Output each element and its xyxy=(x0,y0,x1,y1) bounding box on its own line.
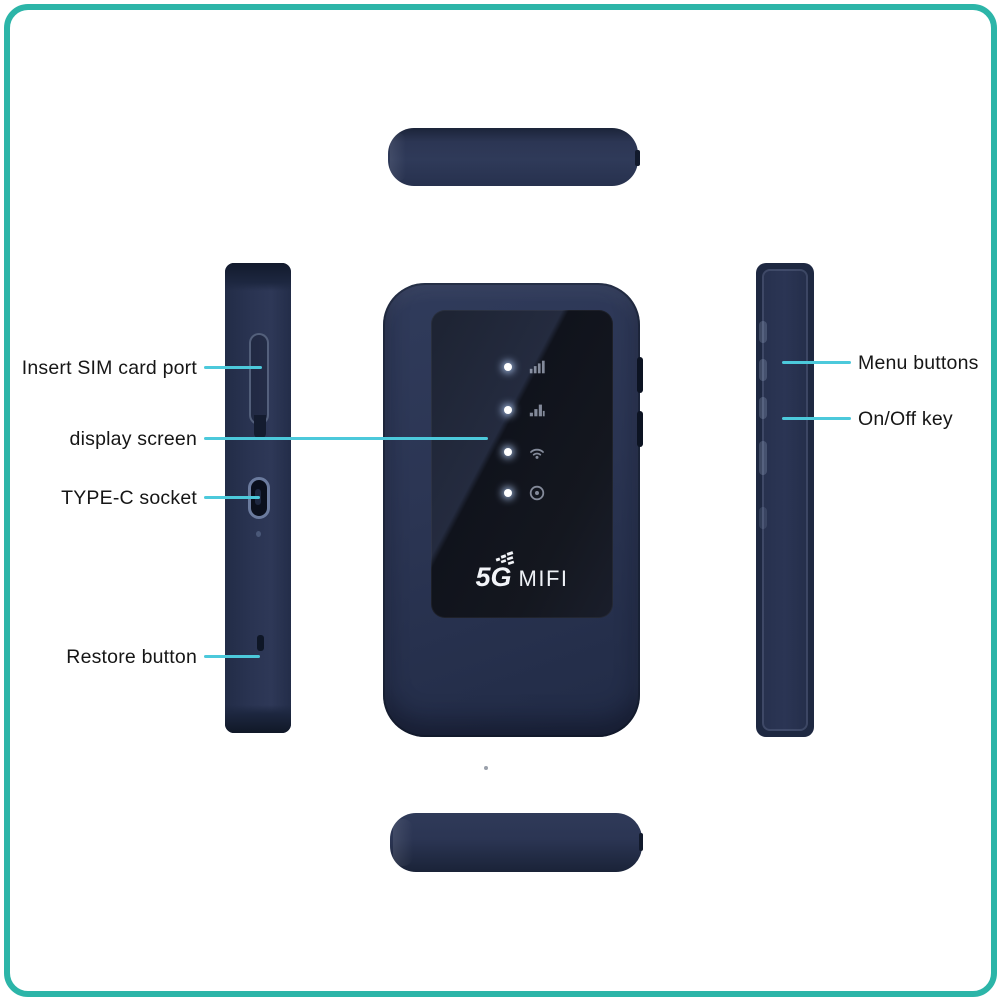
menu-button-nub-2 xyxy=(759,359,767,381)
restore-leader-line xyxy=(204,655,260,658)
sim-leader-line xyxy=(204,366,262,369)
bottom-view-button-nub xyxy=(639,833,643,851)
led-dot xyxy=(504,489,512,497)
label-display-screen: display screen xyxy=(69,428,197,450)
microphone-hole xyxy=(256,531,261,537)
signal-4g-icon xyxy=(529,360,545,374)
label-onoff-key: On/Off key xyxy=(858,408,953,430)
wifi-icon xyxy=(530,448,544,459)
sim-slot-notch xyxy=(254,415,266,439)
sim-card-slot xyxy=(249,333,269,425)
indicator-row xyxy=(431,357,613,377)
restore-pinhole xyxy=(257,635,264,651)
label-typec-socket: TYPE-C socket xyxy=(61,487,197,509)
device-bottom-view xyxy=(390,813,643,872)
indicator-row xyxy=(431,400,613,420)
device-right-side-view xyxy=(756,263,814,737)
menu-leader-line xyxy=(782,361,851,364)
led-dot xyxy=(504,448,512,456)
power-button-nub xyxy=(759,441,767,475)
onoff-leader-line xyxy=(782,417,851,420)
indicator-row xyxy=(431,442,613,462)
side-button-nub-1 xyxy=(637,357,643,393)
led-dot xyxy=(504,406,512,414)
right-side-panel xyxy=(762,269,808,731)
logo-mifi-text: MIFI xyxy=(518,566,569,591)
label-menu-buttons: Menu buttons xyxy=(858,352,979,374)
menu-button-nub-3 xyxy=(759,397,767,419)
signal-fan-icon xyxy=(495,551,515,565)
side-button-nub xyxy=(759,507,767,529)
dust-speck xyxy=(484,766,488,770)
led-dot xyxy=(504,363,512,371)
signal-5g-icon xyxy=(529,404,545,417)
display-leader-line xyxy=(204,437,488,440)
menu-button-nub-1 xyxy=(759,321,767,343)
top-view-button-nub xyxy=(635,150,640,166)
label-restore-button: Restore button xyxy=(66,646,197,668)
logo-5g-text: 5G xyxy=(475,562,512,592)
battery-status-icon xyxy=(529,485,545,501)
typec-leader-line xyxy=(204,496,260,499)
indicator-row xyxy=(431,483,613,503)
label-sim-card-port: Insert SIM card port xyxy=(21,357,197,379)
device-top-view xyxy=(388,128,640,186)
side-button-nub-2 xyxy=(637,411,643,447)
